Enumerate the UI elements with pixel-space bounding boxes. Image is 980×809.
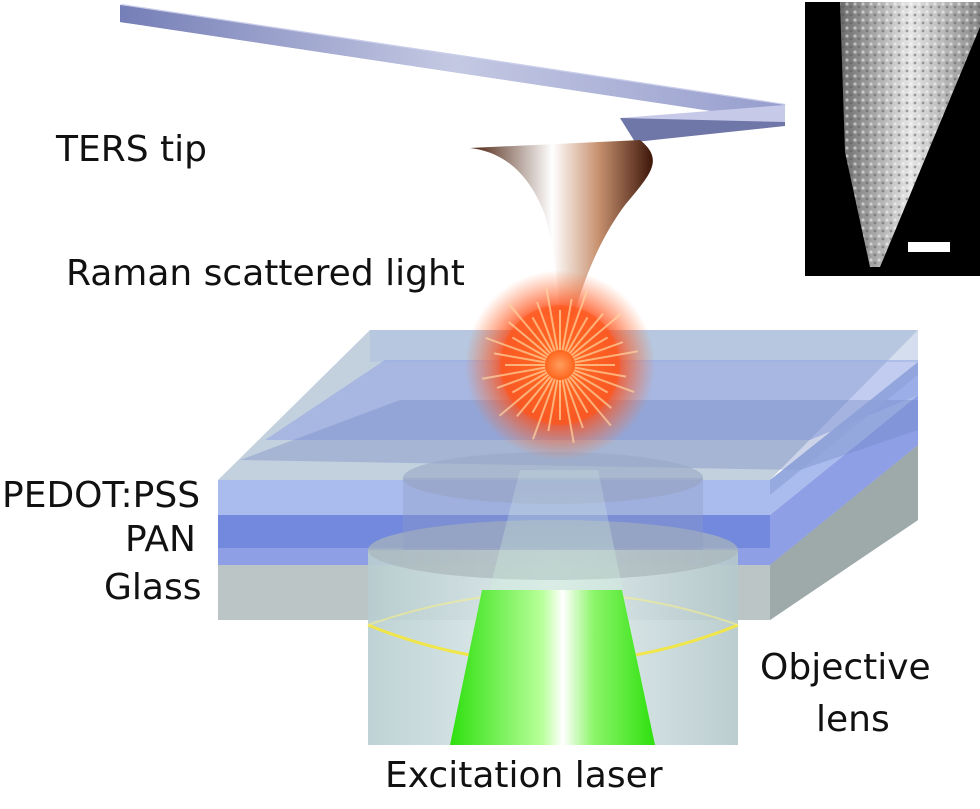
scatter-ray: [561, 298, 573, 351]
scatter-ray: [531, 316, 554, 353]
scatter-ray: [531, 377, 554, 414]
scatter-ray: [482, 366, 546, 380]
scatter-ray: [570, 313, 622, 357]
scatter-ray: [566, 377, 589, 414]
raman-label: Raman scattered light: [66, 253, 465, 294]
scatter-ray: [493, 352, 546, 364]
objective-label-line2: lens: [816, 699, 890, 740]
excitation-laser-beam: [450, 590, 655, 745]
scatter-ray: [570, 373, 612, 409]
ters-tip: [470, 140, 653, 360]
scatter-ray: [573, 341, 624, 361]
objective-label-line1: Objective: [760, 647, 931, 688]
scatter-ray: [547, 379, 559, 432]
scatter-ray: [574, 366, 627, 378]
raman-scatter-glow: [465, 270, 655, 460]
sem-inset-image: [805, 2, 980, 276]
scale-bar: [908, 242, 950, 252]
scatter-ray: [508, 303, 552, 355]
scatter-ray: [564, 378, 584, 429]
scatter-ray: [564, 290, 588, 352]
scatter-ray: [516, 375, 552, 417]
glass-label: Glass: [104, 567, 202, 608]
scatter-ray: [572, 371, 609, 394]
scatter-ray: [508, 321, 550, 357]
scatter-ray: [572, 336, 609, 359]
scatter-ray: [485, 337, 547, 361]
pedot-pss-label: PEDOT:PSS: [2, 475, 201, 516]
scatter-ray: [511, 336, 548, 359]
scatter-ray: [574, 350, 638, 364]
ters-tip-label: TERS tip: [56, 129, 208, 170]
cantilever: [120, 4, 786, 142]
scatter-ray: [545, 287, 559, 351]
excitation-laser-label: Excitation laser: [385, 755, 663, 796]
scatter-ray: [568, 375, 612, 427]
scatter-ray: [568, 313, 604, 355]
scatter-ray: [566, 316, 589, 353]
scatter-ray: [536, 301, 556, 352]
scatter-ray: [496, 369, 547, 389]
scatter-ray: [532, 378, 556, 440]
scatter-ray: [498, 373, 550, 417]
scatter-ray: [573, 369, 635, 393]
scatter-ray: [561, 379, 575, 443]
pan-label: PAN: [125, 519, 196, 560]
sem-tip-image: [840, 2, 980, 267]
scatter-ray: [511, 371, 548, 394]
